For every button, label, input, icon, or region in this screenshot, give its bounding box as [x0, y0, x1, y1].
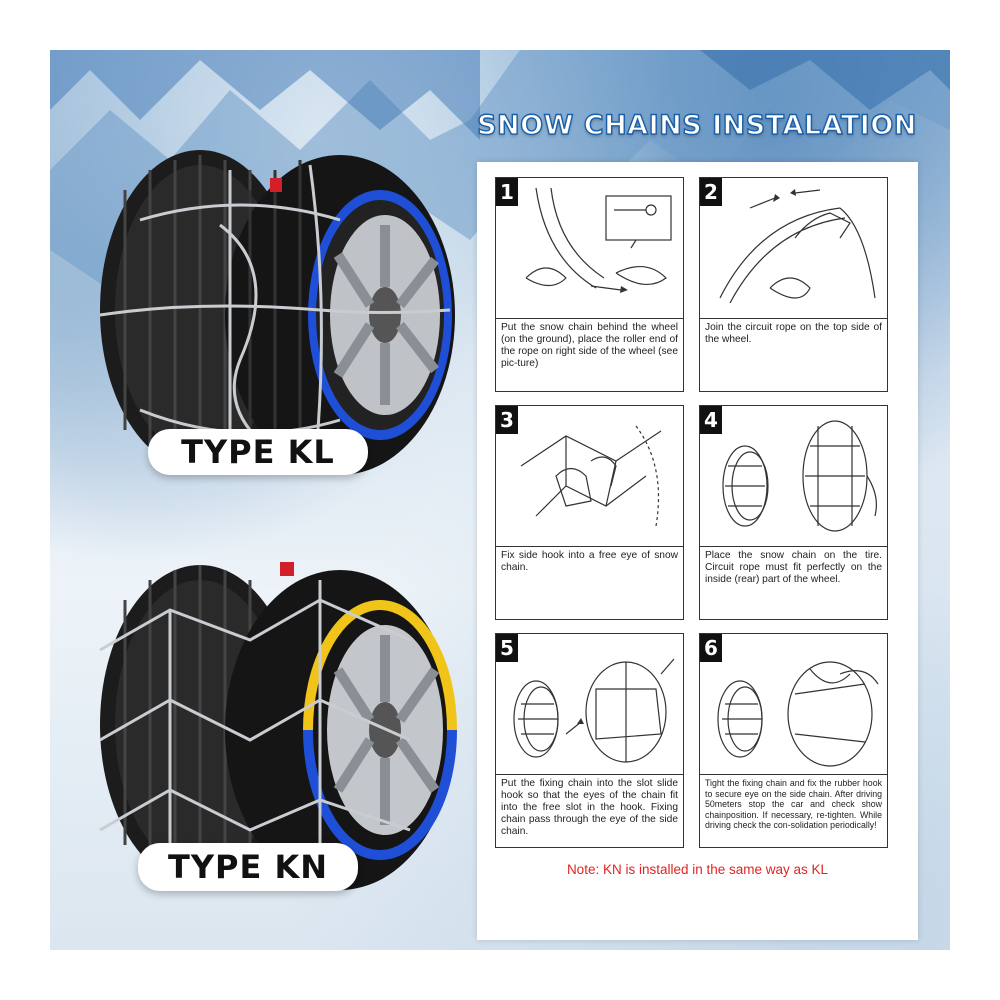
- step-6-number: 6: [700, 634, 722, 662]
- step-5: 5 Put the fixing chain into the slot sli…: [495, 633, 684, 848]
- step-5-illustration: [496, 658, 683, 775]
- step-3: 3 Fix side hook into a free eye of snow …: [495, 405, 684, 620]
- installation-note: Note: KN is installed in the same way as…: [566, 862, 829, 877]
- product-canvas: TYPE KL: [50, 50, 950, 950]
- type-kn-tire-image: [99, 562, 457, 890]
- step-4-illustration: [700, 420, 887, 547]
- step-4-number: 4: [700, 406, 722, 434]
- step-3-text: Fix side hook into a free eye of snow ch…: [501, 550, 678, 573]
- front-tire: [225, 155, 455, 475]
- step-1: 1 Put the snow chain behind the wheel (o…: [495, 177, 684, 392]
- step-1-text: Put the snow chain behind the wheel (on …: [501, 322, 678, 369]
- step-3-illustration: [496, 425, 683, 547]
- step-4-text: Place the snow chain on the tire. Circui…: [705, 550, 882, 585]
- installation-title: SNOW CHAINS INSTALATION: [476, 109, 917, 141]
- step-5-text: Put the fixing chain into the slot slide…: [501, 778, 678, 837]
- step-2-number: 2: [700, 178, 722, 206]
- step-3-number: 3: [496, 406, 518, 434]
- step-2-text: Join the circuit rope on the top side of…: [705, 322, 882, 345]
- step-6: 6 Tight the fixing chain and fix the rub…: [699, 633, 888, 848]
- front-tire: [225, 570, 457, 890]
- step-6-text: Tight the fixing chain and fix the rubbe…: [705, 778, 882, 831]
- type-kl-tire-image: [99, 150, 455, 475]
- chain-tensioner: [280, 562, 294, 576]
- step-6-illustration: [700, 661, 887, 775]
- step-2: 2 Join the circuit rope on the top side …: [699, 177, 888, 392]
- type-kl-label: TYPE KL: [148, 429, 368, 475]
- step-1-number: 1: [496, 178, 518, 206]
- instructions-panel: 1 Put the snow chain behind the wheel (o…: [477, 162, 918, 940]
- chain-links: [99, 580, 411, 880]
- step-1-illustration: [496, 187, 683, 319]
- step-4: 4 Place the snow chain on the tire. Circ…: [699, 405, 888, 620]
- step-5-number: 5: [496, 634, 518, 662]
- step-2-illustration: [700, 189, 887, 319]
- type-kn-label: TYPE KN: [138, 843, 358, 891]
